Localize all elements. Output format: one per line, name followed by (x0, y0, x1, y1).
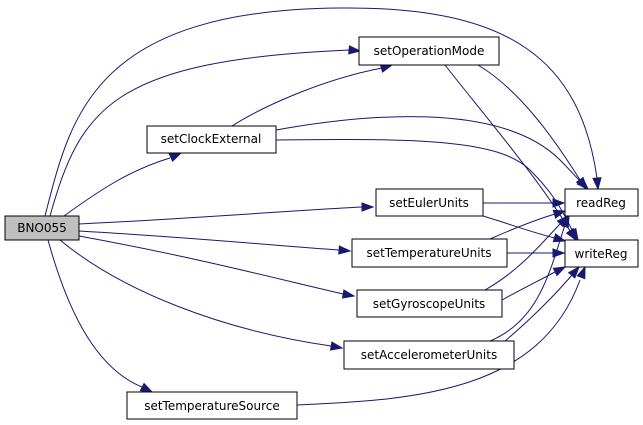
edge-arrowhead (168, 152, 183, 163)
edge-set-operation-mode-to-read-reg (477, 64, 587, 191)
edge-bno055-to-read-reg (44, 7, 602, 217)
edge-line (489, 224, 566, 342)
edge-arrowhead (552, 209, 567, 219)
node-set-euler-units[interactable]: setEulerUnits (375, 188, 484, 217)
edge-arrowhead (576, 265, 586, 280)
edge-line (504, 274, 573, 342)
edge-arrowhead (552, 266, 567, 277)
edge-arrowhead (552, 233, 567, 243)
edge-line (275, 116, 582, 183)
node-bno055-label: BNO055 (17, 221, 67, 235)
edge-arrowhead (139, 382, 154, 393)
edge-set-clock-external-to-read-reg (275, 116, 590, 191)
edge-line (63, 157, 171, 217)
node-set-operation-mode[interactable]: setOperationMode (358, 36, 500, 66)
node-set-temperature-units-label: setTemperatureUnits (366, 246, 491, 260)
edge-arrowhead (348, 45, 362, 55)
edge-line (477, 64, 581, 181)
node-read-reg-label: readReg (576, 196, 626, 210)
node-bno055[interactable]: BNO055 (4, 215, 80, 241)
edge-bno055-to-set-accelerometer-units (59, 239, 344, 351)
edge-line (501, 271, 556, 301)
edge-set-temperature-units-to-read-reg (489, 209, 567, 240)
edge-bno055-to-set-temperature-units (78, 230, 352, 255)
node-read-reg[interactable]: readReg (564, 188, 639, 217)
node-set-operation-mode-label: setOperationMode (374, 44, 485, 58)
edge-arrowhead (361, 202, 375, 212)
edge-line (44, 7, 598, 217)
node-set-temperature-source[interactable]: setTemperatureSource (126, 391, 298, 420)
edge-arrowhead (592, 177, 602, 191)
edge-line (47, 239, 143, 388)
node-set-accelerometer-units-label: setAccelerometerUnits (361, 348, 497, 362)
edge-arrowhead (575, 176, 587, 191)
call-edges (44, 7, 602, 406)
node-set-clock-external-label: setClockExternal (161, 132, 262, 146)
edge-line (231, 67, 383, 127)
edge-arrowhead (567, 265, 580, 279)
edge-line (49, 49, 351, 217)
edge-arrowhead (552, 198, 566, 208)
node-set-accelerometer-units[interactable]: setAccelerometerUnits (343, 340, 515, 370)
edge-arrowhead (341, 289, 356, 299)
edge-set-euler-units-to-write-reg (482, 215, 567, 243)
edge-line (489, 213, 556, 240)
edge-line (484, 223, 561, 291)
edge-set-gyroscope-units-to-write-reg (501, 266, 567, 301)
node-set-clock-external[interactable]: setClockExternal (146, 125, 277, 154)
edge-set-temperature-source-to-write-reg (296, 265, 586, 406)
edge-bno055-to-set-gyroscope-units (78, 235, 356, 299)
node-set-temperature-source-label: setTemperatureSource (144, 399, 280, 413)
edge-line (59, 239, 332, 347)
node-set-gyroscope-units[interactable]: setGyroscopeUnits (356, 289, 503, 318)
edge-arrowhead (338, 245, 352, 255)
edge-arrowhead (329, 341, 344, 351)
edge-bno055-to-set-temperature-source (47, 239, 154, 393)
edge-set-accelerometer-units-to-read-reg (489, 214, 570, 342)
edge-line (78, 230, 340, 251)
node-set-gyroscope-units-label: setGyroscopeUnits (373, 297, 486, 311)
edge-line (296, 279, 581, 406)
edge-arrowhead (565, 227, 577, 242)
edge-bno055-to-set-clock-external (63, 152, 183, 217)
edge-arrowhead (560, 214, 570, 229)
edge-line (78, 235, 344, 295)
edge-bno055-to-set-euler-units (78, 202, 375, 225)
edge-set-euler-units-to-read-reg (483, 198, 566, 208)
node-write-reg[interactable]: writeReg (564, 239, 639, 268)
edge-set-accelerometer-units-to-write-reg (504, 265, 580, 342)
edge-set-clock-external-to-set-operation-mode (231, 63, 394, 127)
node-write-reg-label: writeReg (575, 247, 628, 261)
node-set-temperature-units[interactable]: setTemperatureUnits (351, 238, 508, 268)
edge-line (78, 206, 363, 225)
node-set-euler-units-label: setEulerUnits (389, 196, 469, 210)
edge-bno055-to-set-operation-mode (49, 45, 362, 217)
